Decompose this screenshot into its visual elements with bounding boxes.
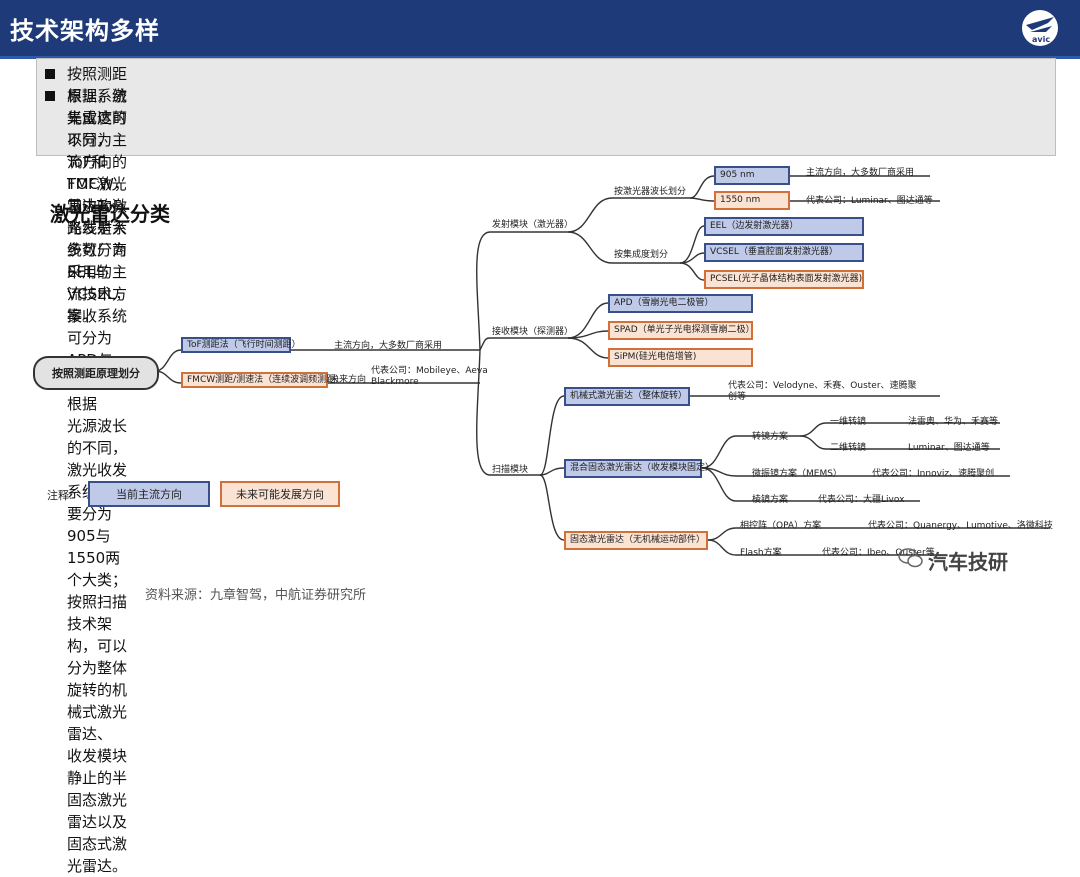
connector-flash xyxy=(707,539,940,556)
section-title: 激光雷达分类 xyxy=(50,202,170,226)
connector-905 xyxy=(689,175,715,199)
connector-prism xyxy=(701,467,800,502)
flash-label: Flash方案 xyxy=(740,548,782,558)
box-905nm: 905 nm xyxy=(714,166,790,185)
header-bar: 技术架构多样 avic xyxy=(0,0,1080,56)
summary-box: 按照测距原理，激光雷达可以分为ToF和FMCW，其中ToF路线是大多数厂商采用的… xyxy=(36,58,1056,875)
opa-note: 代表公司：Quanergy、Lumotive、洛微科技 xyxy=(868,521,1053,531)
fmcw-note-title: 未来方向 xyxy=(330,375,367,385)
connector-two-dim xyxy=(799,435,1000,450)
connector-hub-transmit xyxy=(476,231,568,351)
connector-apd xyxy=(567,302,609,339)
box-1550nm: 1550 nm xyxy=(714,191,790,210)
connector-pcsel xyxy=(679,262,705,281)
two-dim-label: 二维转镜 xyxy=(830,443,867,453)
box-solid: 固态激光雷达（无机械运动部件） xyxy=(564,531,708,550)
tof-note: 主流方向，大多数厂商采用 xyxy=(334,341,443,351)
fmcw-note-line2: Blackmore xyxy=(371,377,419,387)
box-vcsel: VCSEL（垂直腔面发射激光器） xyxy=(704,243,864,262)
fmcw-note-line1: 代表公司：Mobileye、Aeva xyxy=(371,366,488,376)
page-title: 技术架构多样 xyxy=(10,17,160,45)
company-logo-icon: avic xyxy=(1022,10,1058,46)
connector-hub-scan xyxy=(476,349,540,476)
header-rule xyxy=(0,56,1080,59)
prism-label: 棱镜方案 xyxy=(752,495,789,505)
connector-opa xyxy=(707,527,1050,541)
receive-label: 接收模块（探测器） xyxy=(492,327,574,337)
watermark-text: 汽车技研 xyxy=(928,550,1008,574)
legend-label: 注释: xyxy=(47,489,73,502)
flash-note: 代表公司：Ibeo、Ouster等 xyxy=(822,548,935,558)
opa-label: 相控阵（OPA）方案 xyxy=(740,521,822,531)
box-apd: APD（雪崩光电二极管） xyxy=(608,294,753,313)
scan-label: 扫描模块 xyxy=(492,465,529,475)
wechat-icon xyxy=(898,548,923,568)
connector-hub-receive xyxy=(479,337,568,351)
note-1550nm: 代表公司：Luminar、图达通等 xyxy=(806,196,933,206)
source-note: 资料来源：九章智驾，中航证券研究所 xyxy=(145,588,367,603)
connector-sipm xyxy=(567,337,609,359)
mems-note: 代表公司：Innoviz、速腾聚创 xyxy=(872,469,995,479)
two-dim-note: Luminar、图达通等 xyxy=(908,443,990,453)
connector-mechanical xyxy=(539,395,565,476)
box-pcsel: PCSEL(光子晶体结构表面发射激光器) xyxy=(704,270,864,289)
mems-label: 微振镜方案（MEMS） xyxy=(752,469,842,479)
connector-solid xyxy=(539,474,565,541)
connector-one-dim xyxy=(799,422,1000,437)
transmit-label: 发射模块（激光器） xyxy=(492,220,574,230)
logo-text: avic xyxy=(1032,35,1050,44)
mechanical-note-line1: 代表公司：Velodyne、禾赛、Ouster、速腾聚 xyxy=(728,381,917,391)
connector-eel xyxy=(679,225,705,264)
mindmap-connectors xyxy=(154,175,1050,556)
legend-current: 当前主流方向 xyxy=(88,481,210,507)
mindmap-root: 按照测距原理划分 xyxy=(33,356,159,390)
summary-bullet-text: 按照测距原理，激光雷达可以分为ToF和FMCW，其中ToF路线是大多数厂商采用的… xyxy=(67,65,129,325)
one-dim-label: 一维转镜 xyxy=(830,417,867,427)
rotating-mirror-label: 转镜方案 xyxy=(752,432,789,442)
fmcw-box: FMCW测距/测速法（连续波调频测距） xyxy=(181,372,344,388)
box-sipm: SiPM(硅光电倍增管) xyxy=(608,348,753,367)
connector-rotating xyxy=(701,435,800,469)
box-spad: SPAD（单光子光电探测雪崩二极） xyxy=(608,321,755,340)
one-dim-note: 法雷奥、华为、禾赛等 xyxy=(908,417,999,427)
connector-hybrid xyxy=(539,467,565,476)
square-bullet-icon xyxy=(45,91,55,101)
box-hybrid: 混合固态激光雷达（收发模块固定） xyxy=(564,459,714,478)
integration-label: 按集成度划分 xyxy=(614,250,669,260)
box-mechanical: 机械式激光雷达（整体旋转） xyxy=(564,387,690,406)
connector-transmit-integration xyxy=(567,231,680,264)
legend-future: 未来可能发展方向 xyxy=(220,481,340,507)
tof-box: ToF测距法（飞行时间测距） xyxy=(181,337,301,353)
square-bullet-icon xyxy=(45,69,55,79)
box-eel: EEL（边发射激光器） xyxy=(704,217,864,236)
connector-root-tof xyxy=(154,349,182,372)
wavelength-label: 按激光器波长划分 xyxy=(614,187,687,197)
mechanical-note-line2: 创等 xyxy=(728,392,747,402)
note-905nm: 主流方向，大多数厂商采用 xyxy=(806,168,915,178)
connector-transmit-wavelength xyxy=(567,197,690,233)
prism-note: 代表公司：大疆Livox xyxy=(818,495,905,505)
connector-1550 xyxy=(689,197,715,202)
